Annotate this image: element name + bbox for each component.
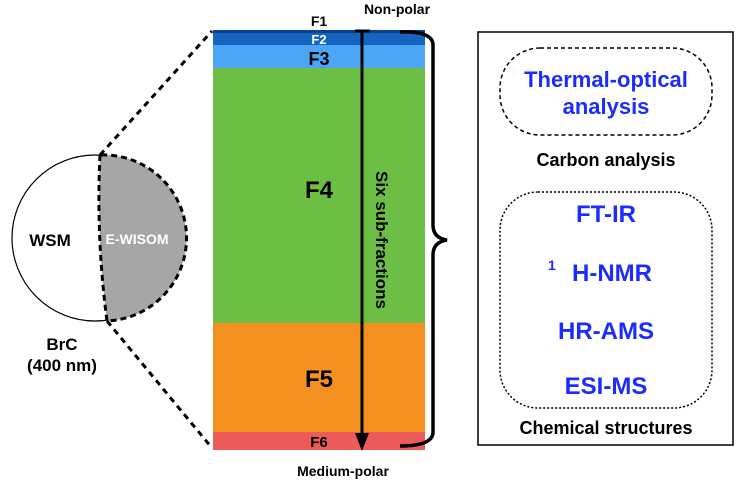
ewisom-segment [98,154,187,321]
fraction-f2 [213,33,425,45]
six-subfractions-label: Six sub-fractions [372,171,391,309]
brc-label: BrC [46,335,77,354]
chemical-methods-box [499,191,713,409]
brace [399,30,448,448]
fraction-f3 [213,45,425,68]
fraction-f5 [213,323,425,432]
fraction-f4 [213,68,425,323]
analysis-label: analysis [563,94,650,119]
chemical-structures-caption: Chemical structures [519,418,692,438]
medium-polar-label: Medium-polar [297,463,389,479]
nmr-superscript: 1 [548,257,556,273]
f1-label: F1 [311,13,328,29]
analysis-box [477,31,734,446]
ftir-label: FT-IR [576,201,636,228]
zoom-line-top [98,29,214,157]
polarity-arrow [355,29,370,451]
non-polar-label: Non-polar [364,1,431,17]
fraction-f1 [213,30,425,33]
f5-label: F5 [305,366,333,393]
brc-circle: WSM E-WISOM BrC (400 nm) [11,153,189,375]
esims-label: ESI-MS [565,373,648,400]
fraction-f6 [213,432,425,450]
carbon-method-pill [499,47,713,136]
f2-label: F2 [311,32,326,47]
wavelength-label: (400 nm) [27,356,97,375]
ewisom-label: E-WISOM [106,231,169,247]
fraction-bar: F1 F2 F3 F4 F5 F6 [213,13,425,451]
f4-label: F4 [305,177,334,204]
carbon-analysis-caption: Carbon analysis [536,150,675,170]
wsm-label: WSM [29,231,71,250]
zoom-line-bottom [105,320,214,449]
hrams-label: HR-AMS [558,318,654,345]
thermal-optical-label: Thermal-optical [524,67,688,92]
f3-label: F3 [308,49,329,69]
f6-label: F6 [310,434,328,451]
hnmr-label: H-NMR [572,260,652,287]
